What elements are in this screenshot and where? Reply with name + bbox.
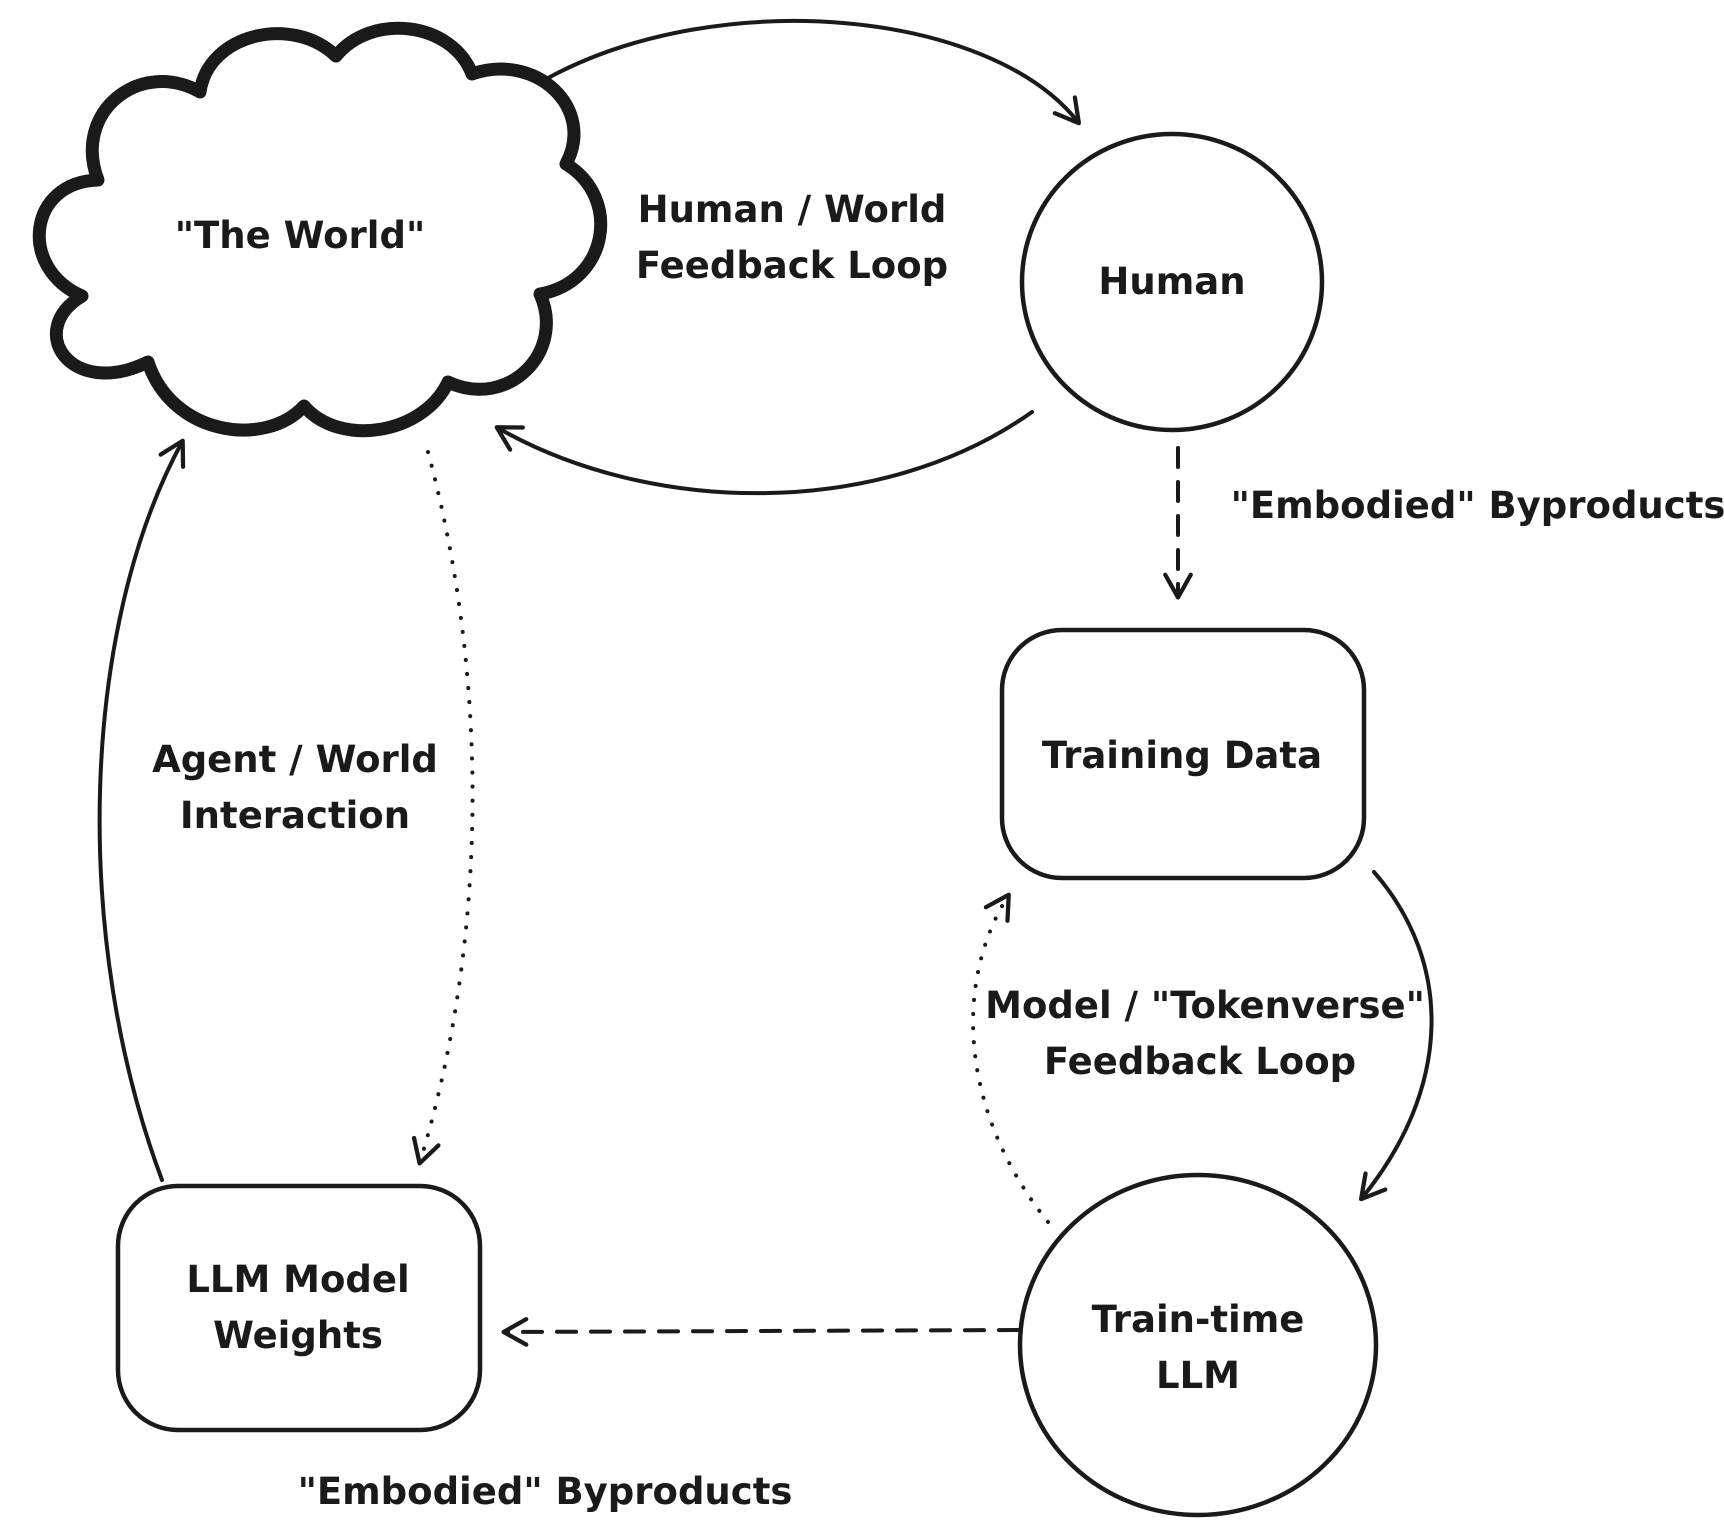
model-tokenverse-feedback-loop-label-line1: Model / "Tokenverse" (985, 984, 1425, 1027)
arrow-train-time-llm-to-llm-weights-dashed (501, 1317, 1020, 1347)
human-world-feedback-loop-label-line2: Feedback Loop (636, 244, 948, 287)
world-label: "The World" (175, 214, 425, 257)
arrow-human-to-world (494, 410, 1034, 496)
train-time-llm-circle-shape (1017, 1172, 1379, 1518)
agent-world-interaction-label-line1: Agent / World (152, 738, 438, 781)
human-world-feedback-loop-label-line1: Human / World (638, 188, 947, 231)
llm-model-weights-label-line1: LLM Model (186, 1258, 409, 1301)
human-circle-shape (1019, 131, 1325, 433)
arrow-world-to-human (546, 19, 1082, 126)
training-data-box-shape (999, 627, 1367, 881)
world-cloud-shape (32, 21, 608, 438)
train-time-llm-label-line2: LLM (1156, 1354, 1240, 1397)
llm-model-weights-box-shape (115, 1183, 483, 1433)
train-time-llm-label-line1: Train-time (1092, 1298, 1305, 1341)
llm-model-weights-label-line2: Weights (213, 1314, 383, 1357)
agent-world-interaction-label-line2: Interaction (180, 794, 410, 837)
embodied-byproducts-top-label: "Embodied" Byproducts (1231, 484, 1724, 527)
human-label: Human (1098, 260, 1245, 303)
embodied-byproducts-bottom-label: "Embodied" Byproducts (298, 1470, 793, 1513)
training-data-label: Training Data (1042, 734, 1322, 777)
arrow-world-to-llm-weights-dotted (411, 450, 475, 1166)
arrow-llm-weights-to-world (97, 438, 186, 1182)
model-tokenverse-feedback-loop-label-line2: Feedback Loop (1044, 1040, 1356, 1083)
arrow-training-data-to-train-time-llm (1358, 870, 1434, 1202)
arrow-train-time-llm-to-training-data-dotted (971, 892, 1050, 1224)
